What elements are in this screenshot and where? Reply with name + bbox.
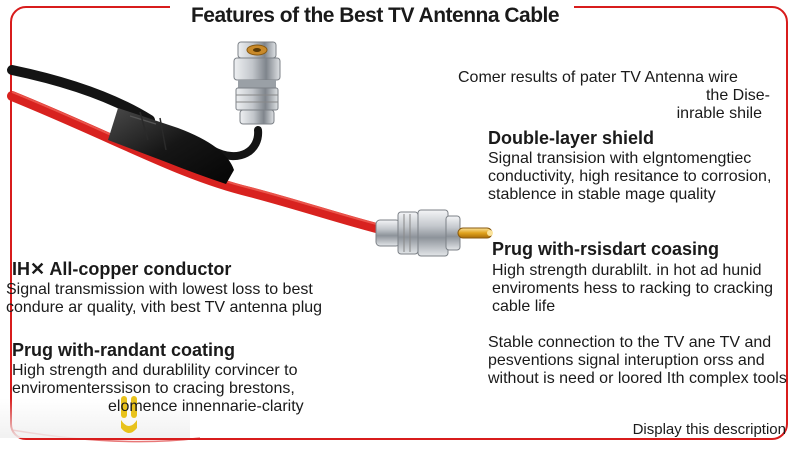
- feature-heading: IH✕ All-copper conductor: [12, 259, 232, 279]
- feature-line: cable life: [492, 297, 556, 315]
- connection-text: Stable connection to the TV ane TV and p…: [488, 334, 794, 388]
- feature-heading: Prug with-randant coating: [12, 340, 235, 360]
- watermark-fade: [0, 398, 190, 438]
- strain-relief: [108, 108, 234, 184]
- feature-plug-resistant: Prug with-rsisdart coasing High strength…: [492, 239, 792, 316]
- logo-icon: [121, 396, 137, 433]
- red-cable: [7, 91, 397, 237]
- feature-heading: Prug with-rsisdart coasing: [492, 239, 720, 259]
- intro-line-2: the Dise-: [705, 86, 770, 104]
- page-title: Features of the Best TV Antenna Cable: [176, 4, 574, 28]
- feature-line: elomence innennarie-clarity: [108, 397, 304, 415]
- feature-line: stablence in stable mage quality: [488, 185, 716, 203]
- feature-line: enviroments hess to racking to cracking: [492, 280, 774, 298]
- connection-line: Stable connection to the TV ane TV and: [488, 334, 772, 351]
- black-cable: [7, 65, 155, 125]
- feature-shield: Double-layer shield Signal transision wi…: [488, 128, 788, 204]
- feature-heading: Double-layer shield: [488, 128, 655, 148]
- feature-line: Signal transmission with lowest loss to …: [6, 281, 313, 299]
- feature-plug-coating: Prug with-randant coating High strength …: [12, 340, 372, 416]
- male-rca-connector: [375, 209, 493, 257]
- feature-line: High strength durablilt. in hot ad hunid: [492, 262, 762, 280]
- feature-copper-conductor: IH✕ All-copper conductor Signal transmis…: [6, 259, 372, 317]
- feature-line: conductivity, high resitance to corrosio…: [488, 168, 772, 186]
- footer-text: Display this description: [632, 421, 786, 438]
- feature-line: enviromenterssison to cracing brestons,: [12, 380, 295, 398]
- connection-line: pesventions signal interuption orss and: [488, 351, 765, 369]
- feature-line: Signal transision with elgntomengtiec: [488, 150, 752, 168]
- intro-line-1: Comer results of pater TV Antenna wire: [458, 69, 738, 86]
- feature-line: High strength and durablility corvincer …: [12, 362, 298, 380]
- connection-line: without is need or loored Ith complex to…: [488, 369, 787, 387]
- female-f-connector: [233, 41, 281, 125]
- intro-line-3: inrable shile: [676, 104, 762, 122]
- intro-text: Comer results of pater TV Antenna wire t…: [440, 69, 770, 123]
- feature-line: condure ar quality, vith best TV antenna…: [6, 299, 323, 317]
